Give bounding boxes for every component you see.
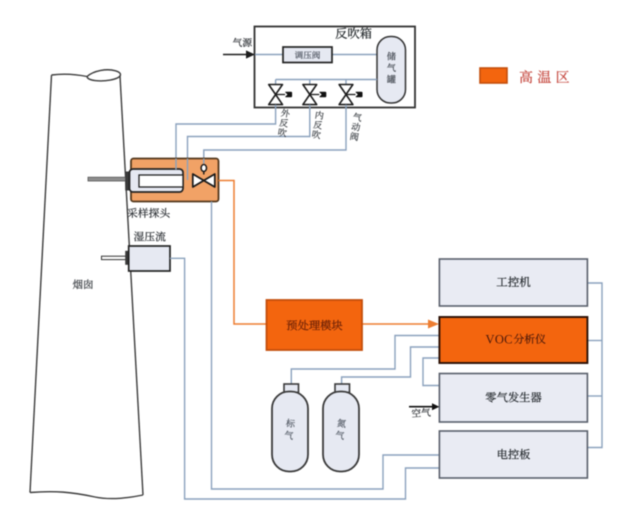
svg-text:VOC: VOC (486, 332, 513, 346)
